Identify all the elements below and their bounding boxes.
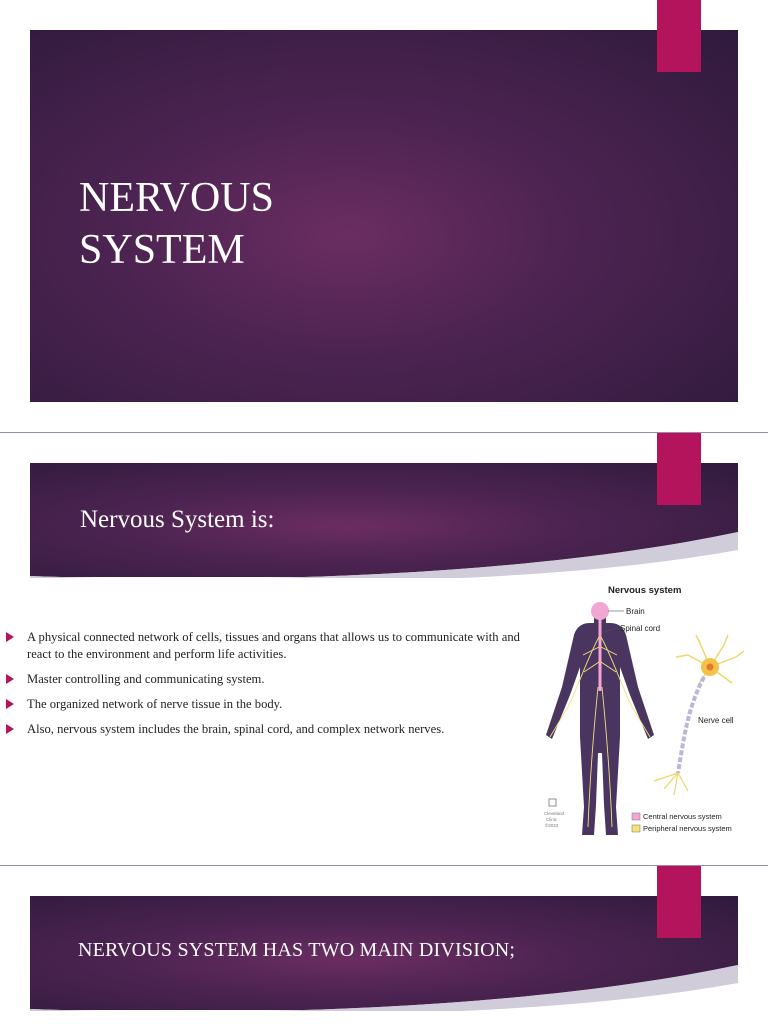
slide-2: Nervous System is: A physical connected …: [0, 433, 768, 865]
header-banner: Nervous System is:: [30, 463, 738, 578]
credit-line-3: ©2023: [545, 822, 559, 828]
figure-heading: Nervous system: [608, 585, 681, 596]
header-banner: NERVOUS SYSTEM HAS TWO MAIN DIVISION;: [30, 896, 738, 1011]
list-item: The organized network of nerve tissue in…: [6, 696, 526, 713]
title-line-2: SYSTEM: [79, 227, 245, 273]
human-body-illustration: [546, 602, 654, 835]
slide-1: NERVOUS SYSTEM: [0, 0, 768, 432]
bullet-text: A physical connected network of cells, t…: [27, 630, 520, 661]
clinic-logo-icon: [548, 798, 557, 807]
legend-cns: Central nervous system: [643, 812, 722, 821]
slide-title: NERVOUS SYSTEM: [79, 172, 274, 276]
bullet-arrow-icon: [6, 724, 14, 734]
bullet-text: Master controlling and communicating sys…: [27, 672, 265, 686]
banner-curve: [30, 532, 738, 578]
bullet-text: The organized network of nerve tissue in…: [27, 697, 283, 711]
bullet-arrow-icon: [6, 674, 14, 684]
slide-divider: [0, 865, 768, 866]
nervous-system-diagram: Nervous system Brain Spinal cord Nerve c…: [544, 585, 745, 835]
accent-bar: [657, 866, 701, 938]
credit-line-1: Cleveland: [544, 811, 565, 816]
accent-bar: [657, 433, 701, 505]
brain-label: Brain: [626, 607, 645, 616]
slide-title: NERVOUS SYSTEM HAS TWO MAIN DIVISION;: [78, 939, 516, 961]
slide-title: Nervous System is:: [80, 506, 275, 533]
accent-bar: [657, 0, 701, 72]
bullet-arrow-icon: [6, 632, 14, 642]
spinal-cord-label: Spinal cord: [620, 624, 660, 633]
title-banner: [30, 30, 738, 402]
legend-swatch-cns: [631, 812, 641, 821]
bullet-text: Also, nervous system includes the brain,…: [27, 722, 445, 736]
legend-swatch-pns: [631, 824, 641, 833]
nerve-cell-illustration: [653, 634, 745, 796]
credit-line-2: Clinic: [546, 817, 558, 822]
nerve-cell-label: Nerve cell: [698, 716, 734, 725]
legend-pns: Peripheral nervous system: [643, 824, 732, 833]
slide-3: NERVOUS SYSTEM HAS TWO MAIN DIVISION;: [0, 866, 768, 1024]
list-item: A physical connected network of cells, t…: [6, 629, 526, 663]
bullet-list: A physical connected network of cells, t…: [6, 629, 526, 746]
bullet-arrow-icon: [6, 699, 14, 709]
title-line-1: NERVOUS: [79, 175, 274, 221]
list-item: Also, nervous system includes the brain,…: [6, 721, 526, 738]
slide-divider: [0, 432, 768, 433]
banner-curve: [30, 965, 738, 1011]
list-item: Master controlling and communicating sys…: [6, 671, 526, 688]
